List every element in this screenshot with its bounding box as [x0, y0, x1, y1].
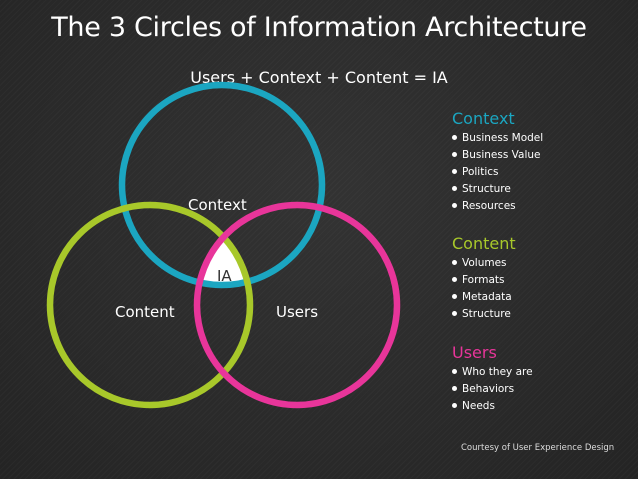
list-item: Volumes — [452, 255, 632, 272]
bullet-icon — [452, 293, 457, 299]
context-circle — [118, 81, 326, 289]
list-item: Needs — [452, 398, 632, 415]
content-circle — [46, 201, 254, 409]
list-item: Business Value — [452, 147, 632, 164]
legend-content-heading: Content — [452, 234, 516, 253]
legend-users-list: Who they are Behaviors Needs — [452, 364, 632, 415]
list-item: Resources — [452, 198, 632, 215]
legend-users-heading: Users — [452, 343, 497, 362]
bullet-icon — [452, 368, 457, 374]
content-circle-label: Content — [115, 303, 175, 321]
users-circle-label: Users — [276, 303, 319, 321]
page-subtitle: Users + Context + Content = IA — [190, 68, 448, 87]
context-circle-label: Context — [188, 196, 247, 214]
list-item: Structure — [452, 181, 632, 198]
list-item: Business Model — [452, 130, 632, 147]
bullet-icon — [452, 134, 457, 140]
legend-content-list: Volumes Formats Metadata Structure — [452, 255, 632, 323]
bullet-icon — [452, 310, 457, 316]
bullet-icon — [452, 402, 457, 408]
bullet-icon — [452, 385, 457, 391]
list-item: Metadata — [452, 289, 632, 306]
bullet-icon — [452, 168, 457, 174]
legend-context-list: Business Model Business Value Politics S… — [452, 130, 632, 215]
page-title: The 3 Circles of Information Architectur… — [51, 12, 587, 43]
list-item: Structure — [452, 306, 632, 323]
list-item: Politics — [452, 164, 632, 181]
bullet-icon — [452, 202, 457, 208]
bullet-icon — [452, 151, 457, 157]
list-item: Who they are — [452, 364, 632, 381]
legend-content: Content Volumes Formats Metadata Structu… — [452, 234, 632, 323]
credit-text: Courtesy of User Experience Design — [461, 443, 615, 453]
legend-users: Users Who they are Behaviors Needs — [452, 343, 632, 415]
users-circle — [193, 201, 401, 409]
legend-context-heading: Context — [452, 109, 515, 128]
bullet-icon — [452, 185, 457, 191]
list-item: Behaviors — [452, 381, 632, 398]
list-item: Formats — [452, 272, 632, 289]
bullet-icon — [452, 276, 457, 282]
bullet-icon — [452, 259, 457, 265]
legend-context: Context Business Model Business Value Po… — [452, 109, 632, 215]
ia-center-label: IA — [217, 267, 232, 285]
